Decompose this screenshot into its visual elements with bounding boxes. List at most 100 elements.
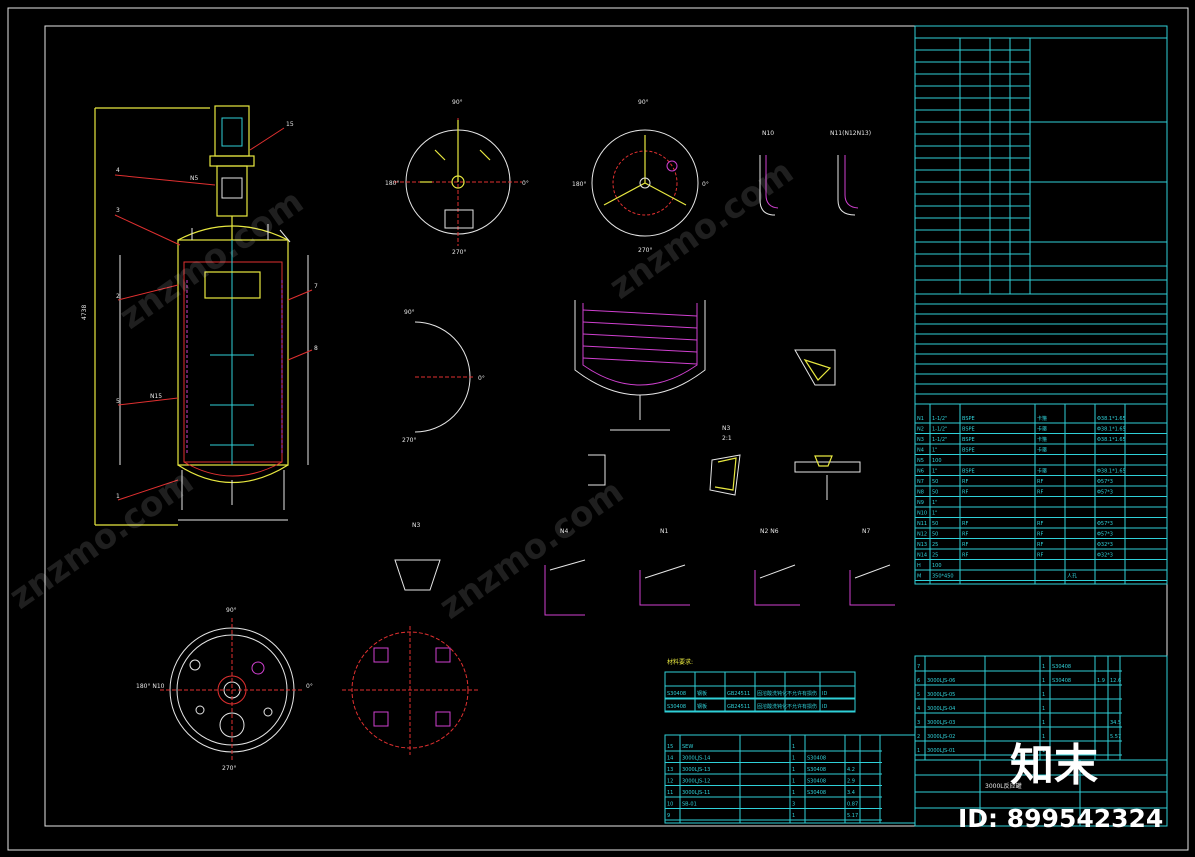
nozzle-table-cell: 25 [932, 542, 938, 548]
design-data-table [914, 25, 1168, 295]
nozzle-table-cell: 50 [932, 532, 938, 538]
bom-table-cell: 3000LJS-04 [927, 706, 955, 712]
svg-text:N15: N15 [150, 393, 162, 400]
parts-table-cell: SEW [682, 744, 693, 750]
svg-text:0°: 0° [306, 683, 313, 690]
svg-text:270°: 270° [638, 247, 652, 254]
top-view-circle-2: 90° 180° 0° 270° [572, 99, 709, 254]
top-view-circle-1: 90° 180° 0° 270° [385, 99, 529, 256]
nozzle-table-cell: RF [1037, 521, 1043, 527]
nozzle-table-cell: RF [1037, 479, 1043, 485]
nozzle-table-cell: RF [962, 532, 968, 538]
svg-text:7: 7 [314, 283, 318, 290]
main-vessel-view: 4 3 2 5 1 7 8 15 N5 N15 4738 [81, 105, 318, 526]
svg-text:3: 3 [116, 207, 120, 214]
bom-table-cell: 34.5 [1110, 720, 1121, 726]
material-table-cell: 不允许有损伤 [787, 690, 817, 697]
svg-text:1: 1 [116, 493, 120, 500]
jacket-section-view [574, 300, 706, 431]
leg-layout-view [342, 626, 478, 755]
nozzle-table-cell: 卡箍 [1037, 447, 1047, 454]
nozzle-table-cell: RF [1037, 553, 1043, 559]
nozzle-table-cell: Φ38.1*1.65 [1097, 437, 1126, 443]
bom-table-cell: 1 [1042, 706, 1045, 712]
nozzle-table-cell: RF [962, 490, 968, 496]
nozzle-table-cell: Φ32*3 [1097, 542, 1113, 548]
nozzle-table-cell: RF [962, 479, 968, 485]
svg-text:znzmo.com: znzmo.com [112, 182, 311, 338]
parts-table-cell: 14 [667, 756, 673, 762]
parts-table-cell: S30408 [807, 779, 826, 785]
nozzle-table-cell: 1" [932, 469, 937, 475]
bom-table-cell: 1 [1042, 678, 1045, 684]
nozzle-table-cell: RF [962, 521, 968, 527]
bom-table-cell: 6 [917, 678, 920, 684]
bom-table-cell: 4 [917, 706, 920, 712]
material-table-cell: GB24511 [727, 704, 750, 710]
svg-text:180°: 180° [385, 180, 399, 187]
bom-table-cell: 3000LJS-06 [927, 678, 955, 684]
nozzle-table-cell: 100 [932, 458, 942, 464]
parts-table-cell: 1 [792, 744, 795, 750]
outer-frame [7, 7, 1189, 851]
nozzle-table-cell: 卡箍 [1037, 436, 1047, 443]
svg-text:8: 8 [314, 345, 318, 352]
bom-table-cell: 3000LJS-03 [927, 720, 955, 726]
bom-table-cell: 1 [1042, 720, 1045, 726]
svg-text:15: 15 [286, 121, 294, 128]
bom-table-cell: 3000LJS-05 [927, 692, 955, 698]
detail-n11: N11(N12N13) [830, 130, 871, 216]
parts-table-cell: 1 [792, 790, 795, 796]
svg-text:znzmo.com: znzmo.com [2, 462, 201, 618]
svg-text:N10: N10 [762, 130, 774, 137]
nozzle-table-cell: BSPE [962, 448, 975, 454]
svg-text:0°: 0° [478, 375, 485, 382]
parts-table-cell: 3000LJS-13 [682, 767, 710, 773]
nozzle-table-cell: Φ57*3 [1097, 479, 1113, 485]
nozzle-table-cell: Φ32*3 [1097, 553, 1113, 559]
nozzle-table-cell: N9 [917, 500, 924, 506]
nozzle-table-cell: 100 [932, 563, 942, 569]
nozzle-table-cell: RF [1037, 532, 1043, 538]
bom-table-cell: 5 [917, 692, 920, 698]
svg-text:N2 N6: N2 N6 [760, 528, 779, 535]
parts-table-cell: 12 [667, 779, 673, 785]
svg-text:5: 5 [116, 398, 120, 405]
nozzle-table-cell: 50 [932, 490, 938, 496]
nozzle-table-cell: N7 [917, 479, 924, 485]
parts-table-cell: 1 [792, 779, 795, 785]
nozzle-table-cell: RF [1037, 490, 1043, 496]
svg-text:N7: N7 [862, 528, 870, 535]
svg-text:90°: 90° [638, 99, 649, 106]
nozzle-table-cell: 1" [932, 500, 937, 506]
bom-table-cell: 1.9 [1097, 678, 1105, 684]
parts-table-cell: 2.9 [847, 779, 855, 785]
parts-table-cell: 1 [792, 813, 795, 819]
parts-table-cell: 3000LJS-12 [682, 779, 710, 785]
weld-details [794, 349, 861, 500]
nozzle-table-cell: Φ57*3 [1097, 532, 1113, 538]
svg-text:270°: 270° [402, 437, 416, 444]
nozzle-table-cell: Φ38.1*1.65 [1097, 427, 1126, 433]
nozzle-table-cell: N3 [917, 437, 924, 443]
svg-text:N5: N5 [190, 175, 198, 182]
nozzle-table-cell: Φ57*3 [1097, 490, 1113, 496]
material-table-cell: 钢板 [697, 703, 707, 710]
svg-text:270°: 270° [222, 765, 236, 772]
notes-heading: 材料要求: [667, 658, 693, 666]
material-table-cell: 固溶酸洗钝化 [757, 690, 787, 697]
parts-table-cell: 3000LJS-14 [682, 756, 710, 762]
bom-table-cell: S30408 [1052, 664, 1071, 670]
svg-text:270°: 270° [452, 249, 466, 256]
detail-n10: N10 [759, 130, 779, 216]
half-shell-view: 90° 0° 270° [402, 309, 485, 444]
parts-table-cell: 13 [667, 767, 673, 773]
parts-table-cell: SB-01 [682, 802, 697, 808]
nozzle-table-cell: Φ38.1*1.65 [1097, 469, 1126, 475]
bom-table-cell: 1 [1042, 664, 1045, 670]
nozzle-table-cell: RF [962, 553, 968, 559]
parts-table-cell: 1 [792, 756, 795, 762]
svg-text:N11(N12N13): N11(N12N13) [830, 130, 871, 137]
